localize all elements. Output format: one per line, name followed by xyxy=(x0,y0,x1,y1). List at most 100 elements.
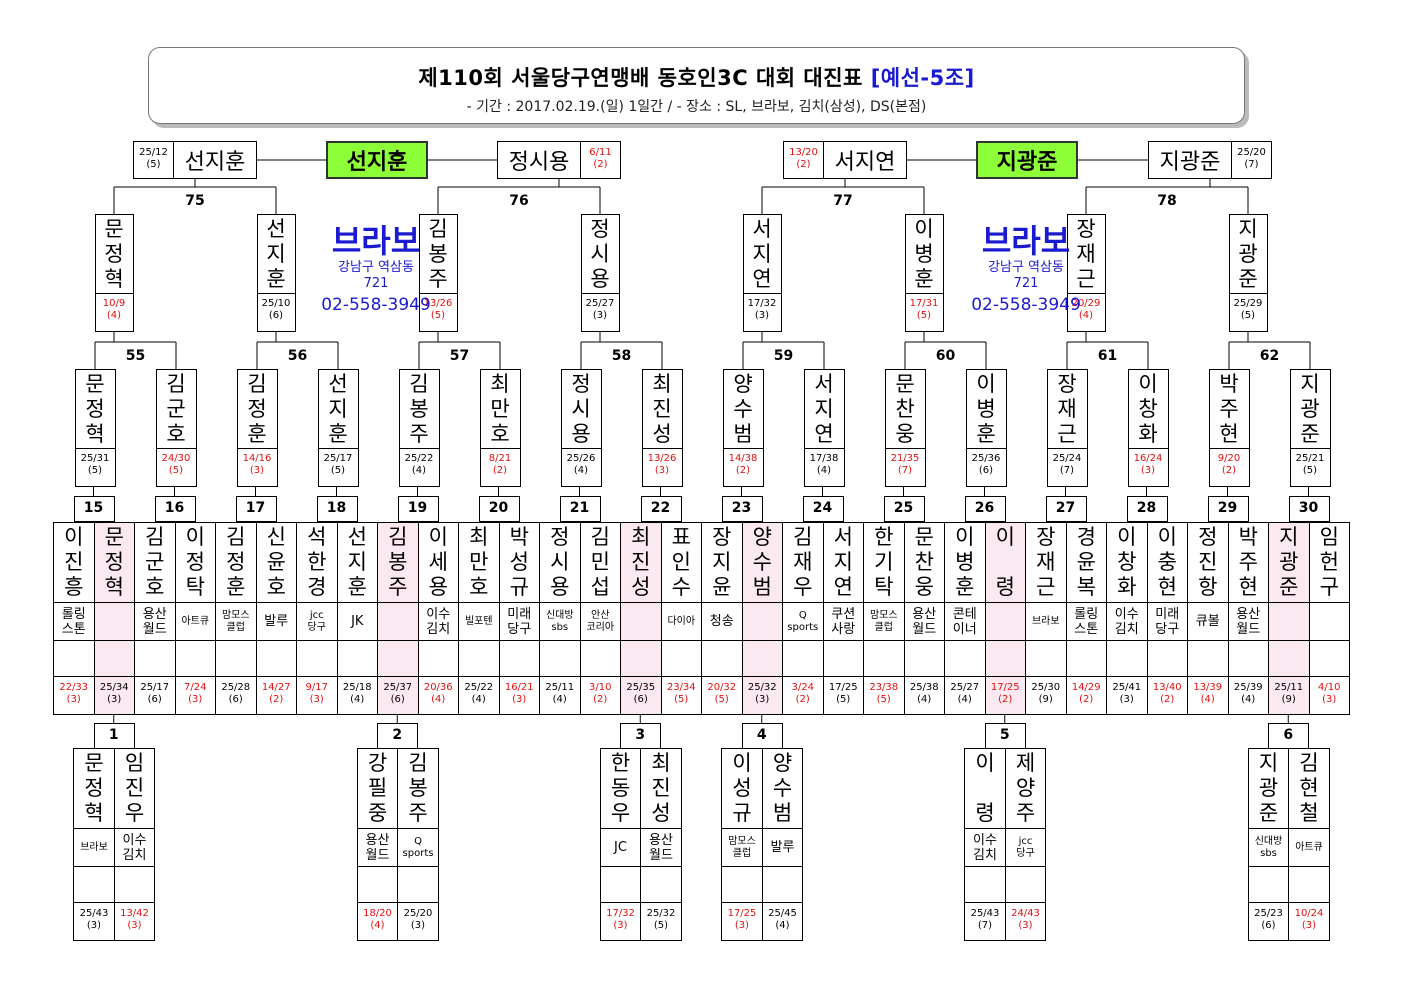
final-left-player[interactable]: 25/12(5)선지훈 xyxy=(133,141,257,179)
score-value: 14/29 xyxy=(1071,682,1101,693)
match-number: 62 xyxy=(1259,348,1280,364)
name-char: 복 xyxy=(1076,575,1096,599)
match-number-box xyxy=(964,496,1006,522)
score-value: 25/27 xyxy=(585,298,615,309)
name-char: 령 xyxy=(995,575,1015,599)
innings-value: (6) xyxy=(633,694,648,705)
player-score: 10/24(3) xyxy=(1289,903,1329,932)
name-char: 기 xyxy=(874,550,894,574)
club-text: 사랑 xyxy=(831,621,856,637)
name-char: 훈 xyxy=(976,421,996,446)
club-text: 이수 xyxy=(426,606,451,622)
name-char: 정 xyxy=(590,216,610,241)
club-text: 김치 xyxy=(122,847,147,863)
name-char: 표 xyxy=(671,525,691,549)
name-char: 군 xyxy=(145,550,165,574)
name-char: 찬 xyxy=(914,550,934,574)
player-score-cell: 25/20(3) xyxy=(397,902,439,941)
club-text: 용산 xyxy=(142,606,167,622)
name-char: 세 xyxy=(428,550,448,574)
name-char: 인 xyxy=(671,550,691,574)
name-char: 용 xyxy=(550,575,570,599)
prelim-player-name[interactable]: 이 령 xyxy=(964,748,1006,829)
final-left-player[interactable]: 13/20(2)서지연 xyxy=(783,141,907,179)
venue-phone: 02-558-3949 xyxy=(971,295,1081,315)
blank-cell xyxy=(1146,640,1188,677)
name-char: 주 xyxy=(408,801,428,825)
round1-player-name[interactable]: 이 령 xyxy=(984,522,1026,603)
club-text: JC xyxy=(614,840,627,855)
